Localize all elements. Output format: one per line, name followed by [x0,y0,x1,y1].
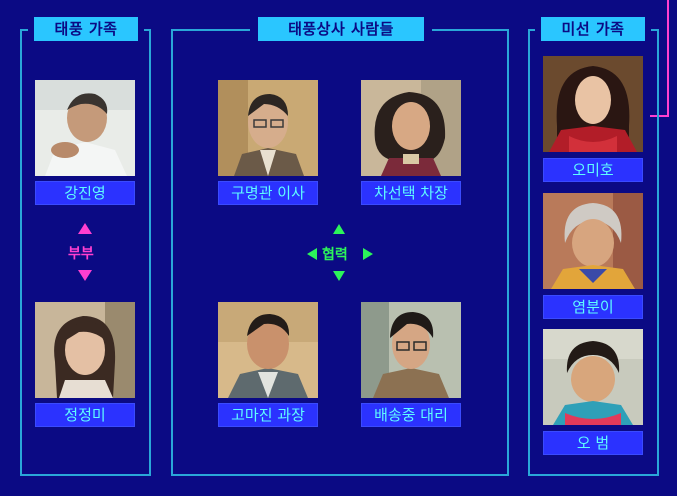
name-label-go-majin: 고마진 과장 [218,403,318,427]
name-label-jung-jungmi: 정정미 [35,403,135,427]
portrait-kang-jinyoung [35,80,135,176]
coop-arrow-left-icon [307,248,317,260]
portrait-o-beom [543,329,643,425]
family-connector-line [650,0,669,117]
portrait-o-miho [543,56,643,152]
name-label-o-beom: 오 범 [543,431,643,455]
coop-arrow-right-icon [363,248,373,260]
couple-arrow-up-icon [78,223,92,234]
name-label-cha-seontaek: 차선택 차장 [361,181,461,205]
name-label-o-miho: 오미호 [543,158,643,182]
couple-arrow-down-icon [78,270,92,281]
taepung-company-title: 태풍상사 사람들 [252,11,430,47]
portrait-gu-myeonggwan [218,80,318,176]
portrait-go-majin [218,302,318,398]
couple-relation-label: 부부 [68,246,94,262]
name-label-yeom-buni: 염분이 [543,295,643,319]
portrait-cha-seontaek [361,80,461,176]
coop-arrow-down-icon [333,271,345,281]
name-label-bae-songjung: 배송중 대리 [361,403,461,427]
name-label-gu-myeonggwan: 구명관 이사 [218,181,318,205]
miseon-family-title: 미선 가족 [535,11,651,47]
name-label-kang-jinyoung: 강진영 [35,181,135,205]
portrait-jung-jungmi [35,302,135,398]
taepung-family-title: 태풍 가족 [28,11,144,47]
portrait-yeom-buni [543,193,643,289]
coop-arrow-up-icon [333,224,345,234]
portrait-bae-songjung [361,302,461,398]
coop-relation-label: 협력 [322,247,348,263]
